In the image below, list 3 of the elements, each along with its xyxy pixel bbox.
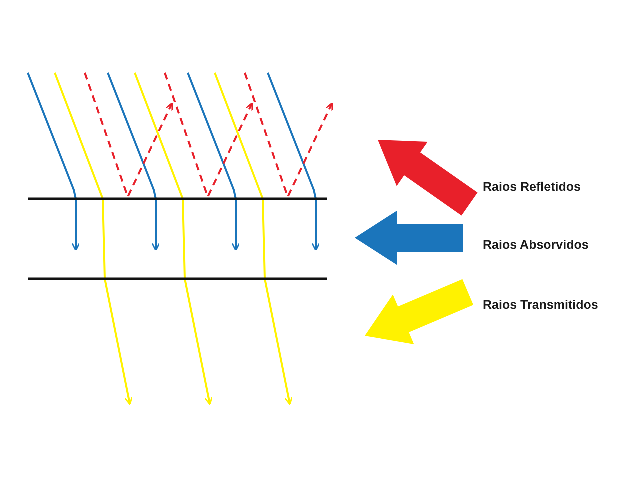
- legend-label: Raios Refletidos: [483, 180, 581, 194]
- legend-label: Raios Transmitidos: [483, 298, 598, 312]
- legend-label: Raios Absorvidos: [483, 238, 589, 252]
